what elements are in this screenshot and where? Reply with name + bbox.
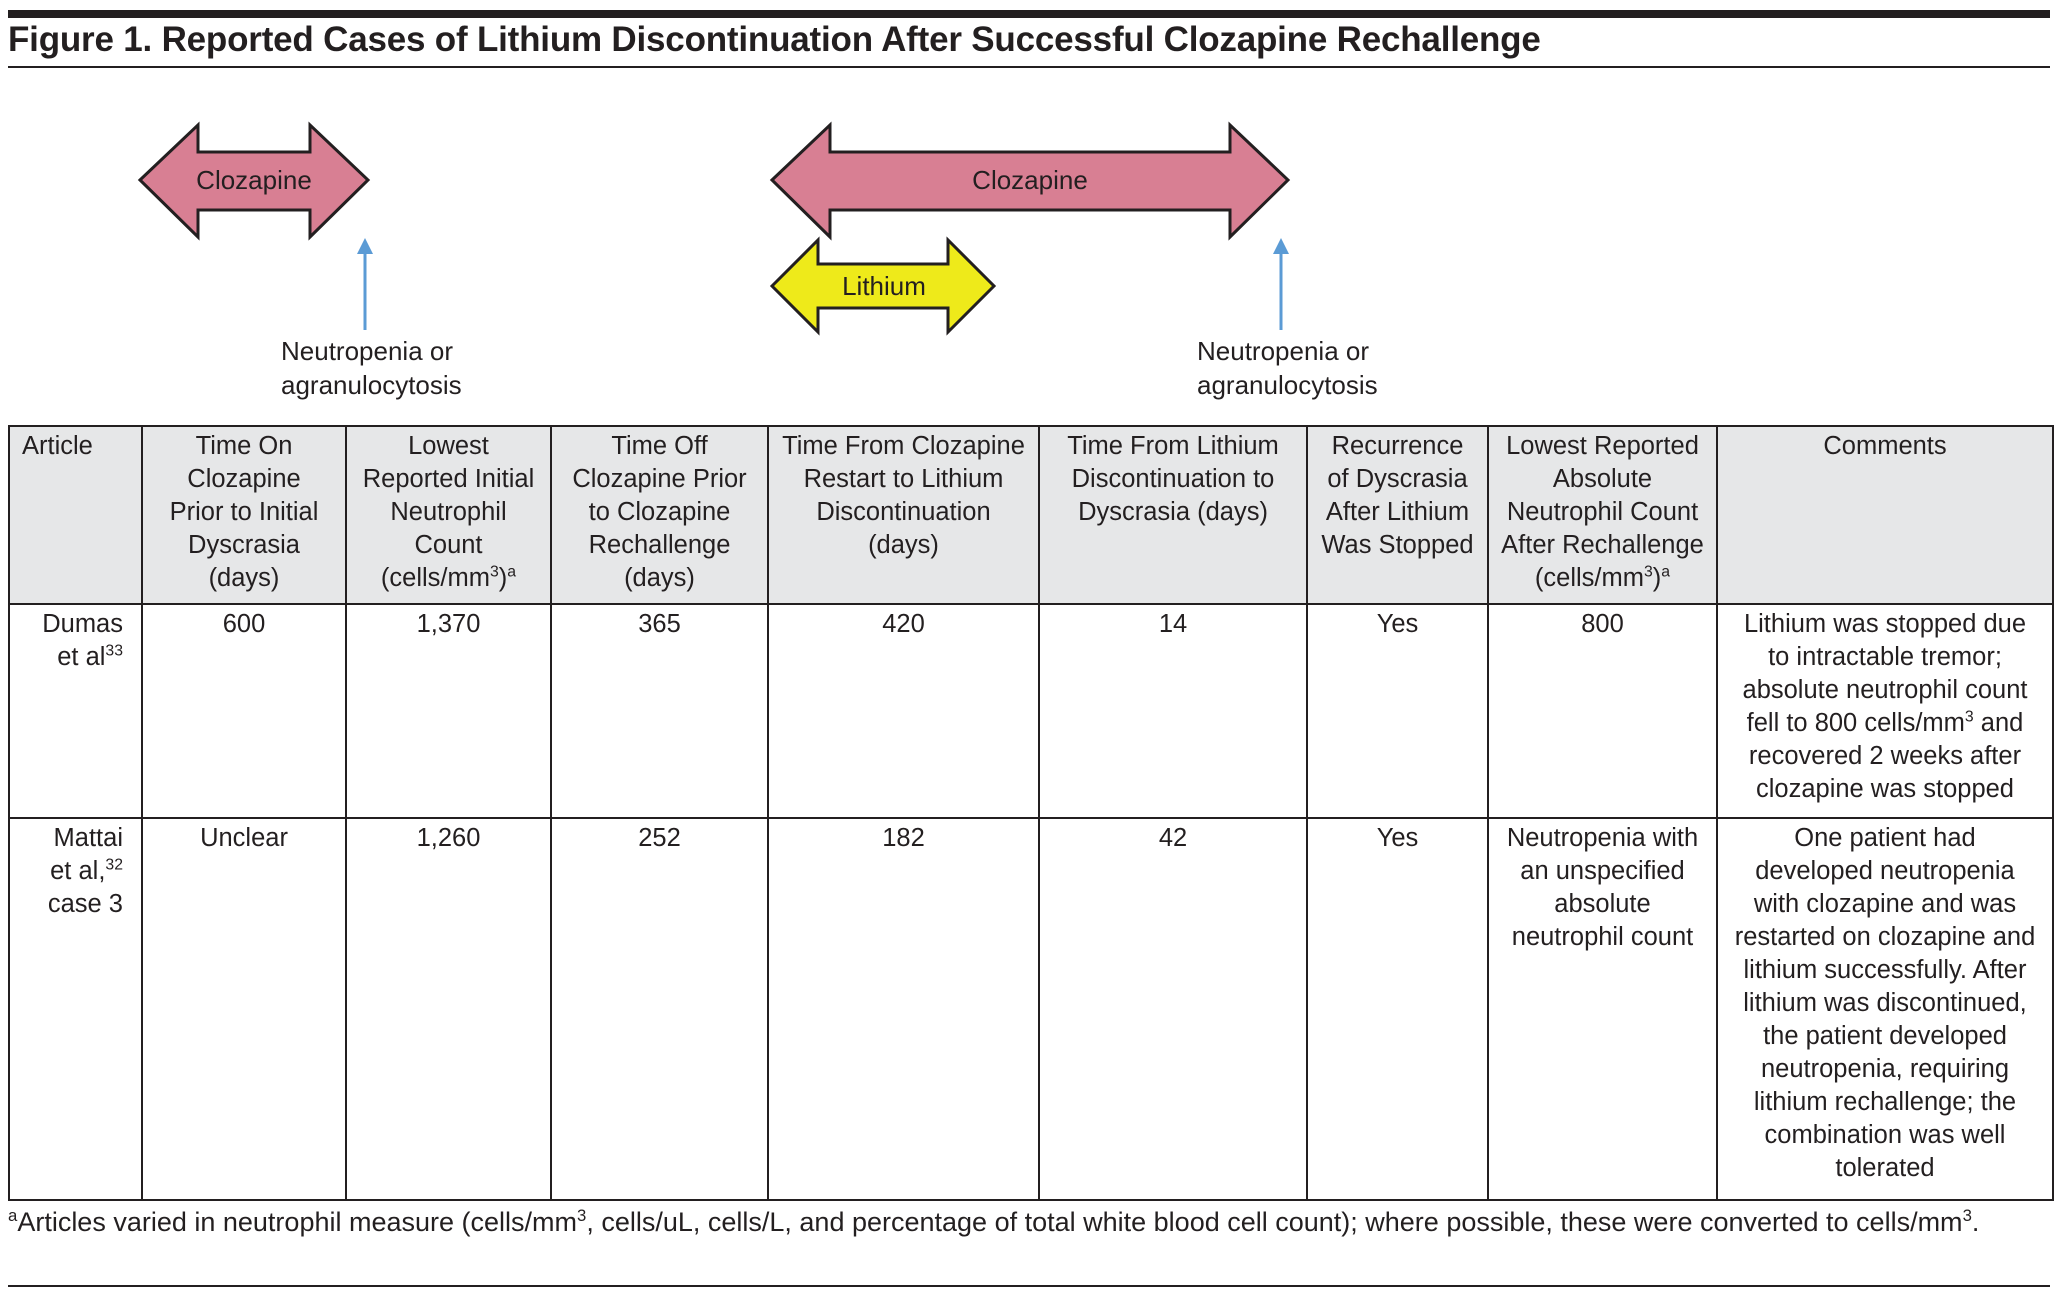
cell-time-off: 365 — [550, 603, 769, 819]
cell-lowest-after: 800 — [1487, 603, 1718, 819]
header-recurrence: Recurrence of Dyscrasia After Lithium Wa… — [1306, 425, 1489, 605]
footnote-text-1: Articles varied in neutrophil measure (c… — [17, 1207, 578, 1237]
cell-comments: One patient had developed neutropenia wi… — [1716, 817, 2054, 1201]
footnote-exp-2: 3 — [1962, 1206, 1972, 1225]
clozapine-left-label: Clozapine — [196, 165, 312, 195]
bottom-rule — [8, 1285, 2050, 1287]
cell-lowest-after: Neutropenia with an unspecified absolute… — [1487, 817, 1718, 1201]
clozapine-arrow-left — [137, 121, 371, 241]
cell-restart-to-disc: 182 — [767, 817, 1040, 1201]
timeline-diagram: Clozapine Clozapine Lithium Neutropenia … — [137, 121, 1378, 400]
header-time-off: Time Off Clozapine Prior to Clozapine Re… — [550, 425, 769, 605]
table-row: Dumas et al33 600 1,370 365 420 14 Yes 8… — [8, 603, 2054, 819]
footnote-exp-1: 3 — [577, 1206, 587, 1225]
header-comments: Comments — [1716, 425, 2054, 605]
cell-comments: Lithium was stopped due to intractable t… — [1716, 603, 2054, 819]
figure-title: Figure 1. Reported Cases of Lithium Disc… — [8, 20, 1541, 59]
cell-time-off: 252 — [550, 817, 769, 1201]
cell-lowest-initial: 1,260 — [345, 817, 552, 1201]
cell-disc-to-dyscrasia: 14 — [1038, 603, 1308, 819]
cell-recurrence: Yes — [1306, 603, 1489, 819]
cell-time-on: 600 — [141, 603, 347, 819]
top-rule — [8, 10, 2050, 18]
clozapine-right-label: Clozapine — [972, 165, 1088, 195]
event-arrow-left-head — [357, 238, 373, 254]
table-row: Mattai et al,32 case 3 Unclear 1,260 252… — [8, 817, 2054, 1201]
header-restart-to-disc: Time From Clozapine Restart to Lithium D… — [767, 425, 1040, 605]
header-time-on: Time On Clozapine Prior to Initial Dyscr… — [141, 425, 347, 605]
title-rule — [8, 66, 2050, 68]
footnote: aArticles varied in neutrophil measure (… — [8, 1206, 2052, 1239]
event-left-line2: agranulocytosis — [281, 370, 462, 400]
clozapine-arrow-right — [769, 121, 1291, 241]
header-row: Article Time On Clozapine Prior to Initi… — [8, 425, 2054, 605]
cell-lowest-initial: 1,370 — [345, 603, 552, 819]
header-lowest-after: Lowest Reported Absolute Neutrophil Coun… — [1487, 425, 1718, 605]
event-left-line1: Neutropenia or — [281, 336, 453, 366]
cell-disc-to-dyscrasia: 42 — [1038, 817, 1308, 1201]
event-right-line1: Neutropenia or — [1197, 336, 1369, 366]
cell-article: Mattai et al,32 case 3 — [8, 817, 143, 1201]
footnote-text-2: , cells/uL, cells/L, and percentage of t… — [586, 1207, 1963, 1237]
header-article: Article — [8, 425, 143, 605]
header-disc-to-dyscrasia: Time From Lithium Discontinuation to Dys… — [1038, 425, 1308, 605]
footnote-marker: a — [8, 1206, 18, 1225]
cell-restart-to-disc: 420 — [767, 603, 1040, 819]
footnote-text-3: . — [1971, 1207, 1980, 1237]
cell-recurrence: Yes — [1306, 817, 1489, 1201]
event-right-line2: agranulocytosis — [1197, 370, 1378, 400]
header-lowest-initial: Lowest Reported Initial Neutrophil Count… — [345, 425, 552, 605]
lithium-label: Lithium — [842, 271, 926, 301]
lithium-arrow — [769, 236, 997, 336]
cases-table: Article Time On Clozapine Prior to Initi… — [8, 425, 2054, 1201]
event-arrow-right-head — [1273, 238, 1289, 254]
cell-article: Dumas et al33 — [8, 603, 143, 819]
cell-time-on: Unclear — [141, 817, 347, 1201]
